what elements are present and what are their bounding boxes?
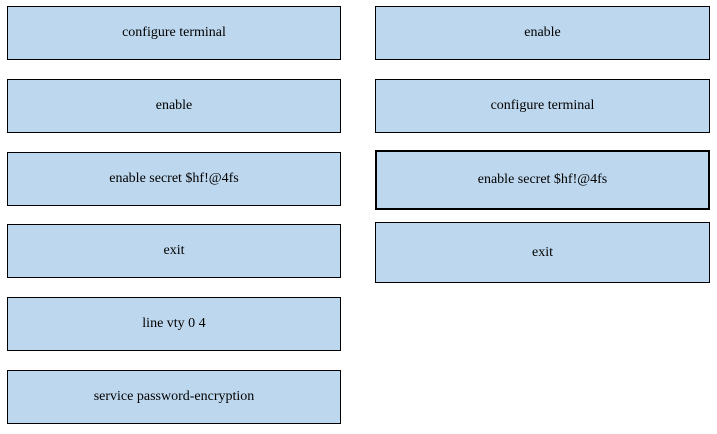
drop-slot-label: exit (532, 244, 553, 260)
drop-slot-4-exit[interactable]: exit (375, 222, 710, 283)
drop-slot-label: enable secret $hf!@4fs (477, 172, 608, 187)
drag-item-line-vty[interactable]: line vty 0 4 (7, 297, 341, 351)
drag-item-label: configure terminal (122, 25, 226, 40)
drag-item-label: enable (155, 98, 193, 113)
drag-item-enable[interactable]: enable (7, 79, 341, 133)
drag-item-exit[interactable]: exit (7, 224, 341, 278)
drag-item-service-password-encryption[interactable]: service password-encryption (7, 370, 341, 424)
drag-item-label: line vty 0 4 (142, 316, 206, 331)
drag-item-label: service password-encryption (93, 389, 255, 404)
drag-item-enable-secret[interactable]: enable secret $hf!@4fs (7, 152, 341, 206)
drag-item-label: enable secret $hf!@4fs (109, 171, 239, 186)
drop-slot-1-enable[interactable]: enable (375, 6, 710, 60)
drag-item-configure-terminal[interactable]: configure terminal (7, 6, 341, 60)
drop-slot-3-enable-secret[interactable]: enable secret $hf!@4fs (375, 150, 710, 210)
drop-slot-2-configure-terminal[interactable]: configure terminal (375, 79, 710, 133)
drop-slot-label: configure terminal (490, 98, 595, 113)
drag-item-label: exit (163, 243, 185, 258)
drop-slot-label: enable (524, 25, 561, 40)
